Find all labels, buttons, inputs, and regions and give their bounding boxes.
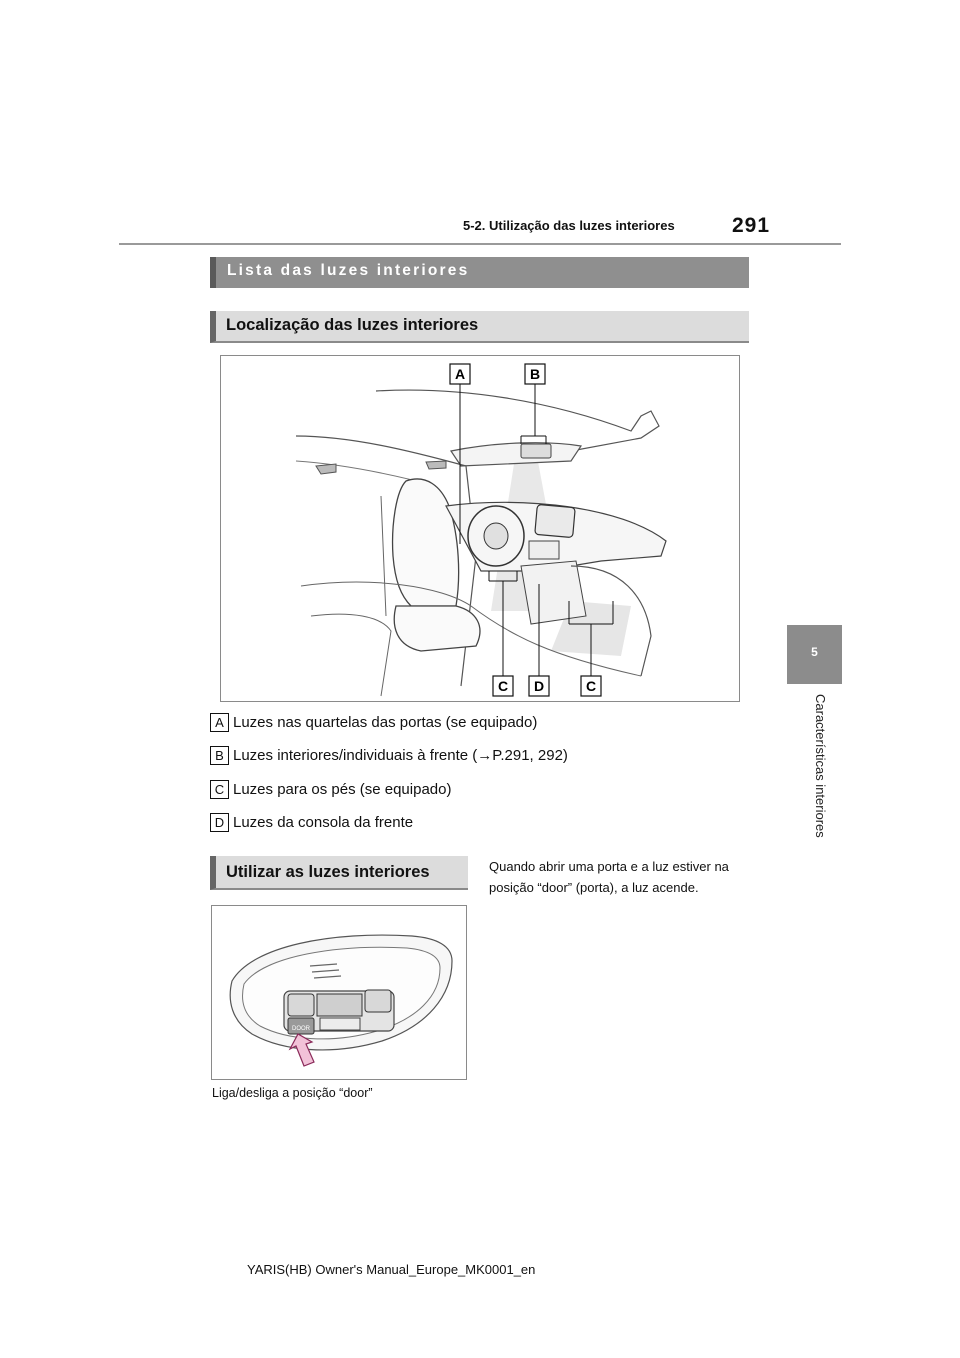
- switch-caption: Liga/desliga a posição “door”: [212, 1086, 373, 1100]
- chapter-title-text: Características interiores: [813, 694, 828, 838]
- overhead-switch-illustration: DOOR: [229, 934, 453, 1067]
- chapter-tab: [787, 625, 842, 684]
- callout-d: D: [534, 678, 544, 694]
- use-heading: Utilizar as luzes interiores: [226, 863, 430, 881]
- legend-text-c: Luzes para os pés (se equipado): [233, 781, 452, 798]
- door-button-label: DOOR: [292, 1026, 311, 1032]
- callout-c-left: C: [498, 678, 508, 694]
- callout-c-right: C: [586, 678, 596, 694]
- legend-key-a: A: [210, 713, 229, 732]
- header-rule: [119, 243, 841, 245]
- legend-key-d: D: [210, 813, 229, 832]
- legend-text-a: Luzes nas quartelas das portas (se equip…: [233, 714, 538, 731]
- arrow-pointer-icon: [288, 1033, 315, 1067]
- legend-key-c: C: [210, 780, 229, 799]
- legend-text-b: Luzes interiores/individuais à frente (→…: [233, 747, 568, 764]
- section-title: Lista das luzes interiores: [227, 262, 470, 279]
- legend-key-b: B: [210, 746, 229, 765]
- location-heading-bar: Localização das luzes interiores: [210, 311, 749, 343]
- chapter-number: 5: [811, 645, 818, 659]
- switch-panel-figure: DOOR: [211, 905, 467, 1080]
- callout-leader-lines: [459, 383, 614, 676]
- section-title-bar: Lista das luzes interiores: [210, 257, 749, 288]
- page-number: 291: [732, 214, 771, 237]
- running-header-section: 5-2. Utilização das luzes interiores: [463, 218, 675, 233]
- use-heading-bar: Utilizar as luzes interiores: [210, 856, 468, 890]
- car-interior-illustration: A B C D C: [295, 363, 667, 697]
- use-description: Quando abrir uma porta e a luz estiver n…: [489, 859, 729, 895]
- footer-document-id: YARIS(HB) Owner's Manual_Europe_MK0001_e…: [247, 1262, 536, 1277]
- interior-lights-figure: A B C D C: [220, 355, 740, 702]
- chapter-title: Características interiores: [813, 694, 829, 869]
- location-heading: Localização das luzes interiores: [226, 316, 479, 334]
- callout-a: A: [455, 366, 465, 382]
- callout-b: B: [530, 366, 540, 382]
- legend-text-d: Luzes da consola da frente: [233, 814, 414, 831]
